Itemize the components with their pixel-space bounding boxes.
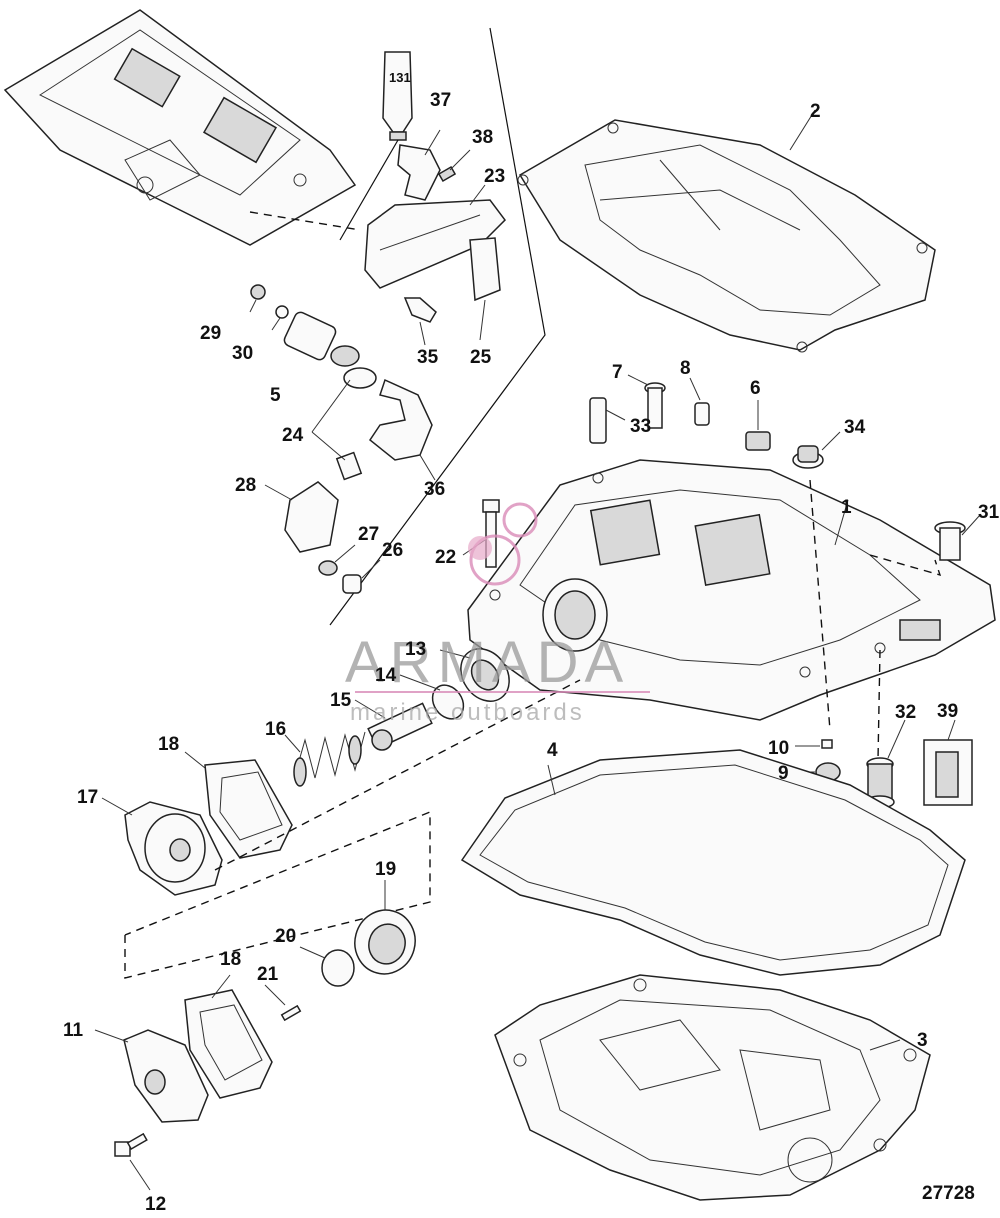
bracket-part bbox=[397, 129, 441, 201]
callout-24: 24 bbox=[282, 425, 304, 446]
callout-33: 33 bbox=[630, 416, 651, 437]
callout-7: 7 bbox=[612, 362, 623, 383]
callout-21: 21 bbox=[257, 964, 279, 985]
callout-14: 14 bbox=[375, 665, 397, 686]
callout-2: 2 bbox=[810, 101, 821, 122]
watermark-brand: ARMADA bbox=[345, 630, 629, 695]
plug-part-26 bbox=[342, 559, 381, 594]
fitting-part-25 bbox=[469, 237, 501, 341]
cover-part bbox=[364, 184, 506, 289]
callout-29: 29 bbox=[200, 323, 221, 344]
washer-part-30 bbox=[271, 305, 289, 331]
bushing-part-32 bbox=[865, 719, 906, 809]
watermark-sub: marine outboards bbox=[350, 699, 585, 726]
pin-part-7 bbox=[627, 374, 666, 429]
diagram-id: 27728 bbox=[922, 1183, 975, 1204]
gasket-lower bbox=[494, 974, 931, 1201]
callout-5: 5 bbox=[270, 385, 281, 406]
sleeve-part-8 bbox=[689, 377, 710, 426]
callout-19: 19 bbox=[375, 859, 396, 880]
callout-1: 1 bbox=[841, 497, 852, 518]
callout-34: 34 bbox=[844, 417, 866, 438]
callout-30: 30 bbox=[232, 343, 253, 364]
spring-part-16 bbox=[284, 731, 366, 787]
clamp-part-24 bbox=[311, 367, 377, 481]
inset-divider-line bbox=[329, 27, 546, 626]
callout-27: 27 bbox=[358, 524, 379, 545]
callout-32: 32 bbox=[895, 702, 916, 723]
plug-part-6 bbox=[745, 400, 771, 451]
oring-part-27 bbox=[318, 544, 356, 576]
shaft-part-15 bbox=[354, 699, 433, 751]
pump-kit-box bbox=[124, 810, 431, 979]
callout-11: 11 bbox=[63, 1020, 84, 1041]
fitting-part-5 bbox=[283, 311, 360, 367]
callout-35: 35 bbox=[417, 347, 439, 368]
callout-23: 23 bbox=[484, 166, 505, 187]
callouts: 1 2 3 4 5 6 7 8 9 10 11 12 13 14 15 16 1… bbox=[63, 90, 1000, 1215]
callout-36: 36 bbox=[424, 479, 445, 500]
callout-17: 17 bbox=[77, 787, 98, 808]
gasket-part-18b bbox=[184, 974, 273, 1099]
callout-10: 10 bbox=[768, 738, 789, 759]
callout-20: 20 bbox=[275, 926, 296, 947]
disc-part-20 bbox=[299, 946, 355, 987]
tube-part-35 bbox=[403, 297, 437, 346]
callout-6: 6 bbox=[750, 378, 761, 399]
callout-39: 39 bbox=[937, 701, 958, 722]
pin-part-21 bbox=[264, 984, 302, 1022]
bolt-part-12 bbox=[114, 1132, 151, 1191]
cover-part-17 bbox=[101, 797, 223, 896]
callout-12: 12 bbox=[145, 1194, 166, 1213]
callout-13: 13 bbox=[405, 639, 426, 660]
seal-ring-part-13 bbox=[439, 648, 510, 702]
alignment-dash-line bbox=[214, 679, 581, 871]
tube-label: 131 bbox=[389, 70, 411, 85]
callout-38: 38 bbox=[472, 127, 493, 148]
callout-4: 4 bbox=[547, 740, 558, 761]
sealant-tube: 131 bbox=[339, 51, 413, 241]
plug-part-34 bbox=[792, 431, 841, 469]
clip-part-29 bbox=[249, 284, 266, 313]
fitting-part-33 bbox=[589, 397, 626, 444]
callout-25: 25 bbox=[470, 347, 492, 368]
adapter-plate-main bbox=[467, 459, 996, 761]
washer-part-10 bbox=[795, 739, 833, 749]
callout-15: 15 bbox=[330, 690, 352, 711]
callout-9: 9 bbox=[778, 763, 789, 784]
adapter-plate-overview bbox=[3, 9, 361, 246]
seal-part-4 bbox=[460, 749, 966, 976]
callout-26: 26 bbox=[382, 540, 403, 561]
callout-37: 37 bbox=[430, 90, 451, 111]
elbow-part-28 bbox=[264, 481, 339, 553]
callout-31: 31 bbox=[978, 502, 1000, 523]
oring-part-14 bbox=[399, 674, 465, 720]
part-39-box bbox=[923, 719, 973, 806]
cover-part-11 bbox=[94, 1029, 209, 1123]
gasket-upper bbox=[517, 109, 936, 353]
callout-18b: 18 bbox=[220, 949, 241, 970]
callout-28: 28 bbox=[235, 475, 256, 496]
cap-part-19 bbox=[354, 880, 416, 975]
callout-16: 16 bbox=[265, 719, 286, 740]
callout-3: 3 bbox=[917, 1030, 928, 1051]
hose-part-36 bbox=[368, 378, 436, 481]
bushing-part-31 bbox=[934, 514, 981, 561]
watermark: ARMADA marine outboards bbox=[345, 502, 650, 726]
callout-18a: 18 bbox=[158, 734, 179, 755]
screw-part bbox=[437, 149, 471, 182]
callout-8: 8 bbox=[680, 358, 691, 379]
callout-22: 22 bbox=[435, 547, 456, 568]
gasket-part-18a bbox=[184, 751, 293, 859]
